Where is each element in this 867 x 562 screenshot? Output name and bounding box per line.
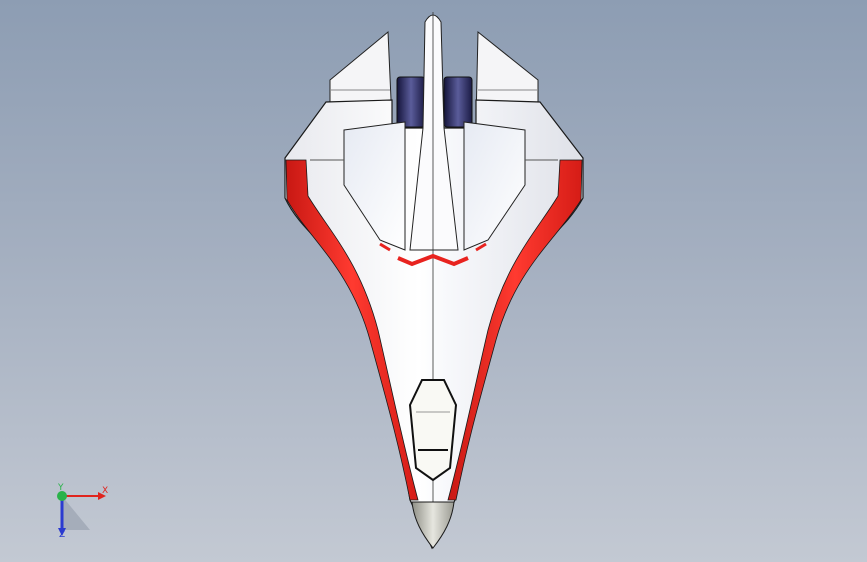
accent-zigzag xyxy=(397,253,469,267)
accent-stripe-right xyxy=(447,159,583,501)
central-spine xyxy=(409,14,459,251)
nose-cone xyxy=(411,501,455,549)
axis-y-label: Y xyxy=(58,483,64,493)
axis-x-label: X xyxy=(102,486,109,496)
accent-stripe-left xyxy=(285,159,419,501)
engine-left xyxy=(396,76,426,128)
orientation-triad[interactable]: X Y Z xyxy=(40,478,120,548)
axis-triad-icon xyxy=(57,491,106,536)
panel-left xyxy=(343,121,406,251)
engine-right xyxy=(443,76,473,128)
cockpit-canopy xyxy=(408,379,458,482)
axis-z-label: Z xyxy=(59,530,66,540)
panel-right xyxy=(463,121,526,251)
